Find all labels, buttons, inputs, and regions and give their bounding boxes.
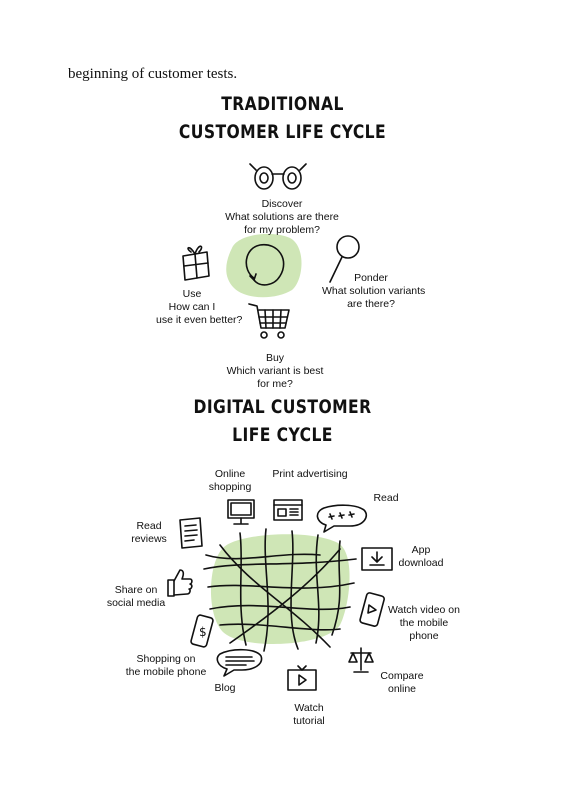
traditional-title-line1: TRADITIONAL — [221, 93, 344, 115]
discover-line2: for my problem? — [244, 224, 320, 236]
blog-line1: Blog — [214, 682, 236, 694]
read-reviews-label: Read reviews — [124, 520, 174, 546]
watch-video-line2: the mobile — [399, 617, 449, 629]
mobile-dollar-icon: $ — [190, 614, 214, 648]
discover-line1: What solutions are there — [225, 211, 339, 223]
traditional-cycle-graphic — [226, 233, 302, 298]
digital-title-line2: LIFE CYCLE — [232, 424, 333, 446]
online-shopping-line2: shopping — [208, 481, 252, 493]
shopping-mobile-line1: Shopping on — [136, 653, 196, 665]
read-reviews-line1: Read — [136, 520, 162, 532]
buy-line1: Which variant is best — [226, 365, 324, 377]
read-line1: Read — [373, 492, 399, 504]
online-shopping-label: Online shopping — [205, 468, 255, 494]
ponder-heading: Ponder — [354, 272, 388, 284]
buy-heading: Buy — [265, 352, 285, 364]
shopping-mobile-line2: the mobile phone — [125, 666, 207, 678]
watch-tutorial-line2: tutorial — [293, 715, 325, 727]
compare-online-line2: online — [387, 683, 417, 695]
rating-stars-icon — [316, 504, 368, 533]
ponder-line2: are there? — [347, 298, 395, 310]
tv-play-icon — [287, 665, 317, 691]
svg-text:$: $ — [199, 625, 207, 639]
intro-text: beginning of customer tests. — [68, 66, 238, 82]
cycle-arrow-icon — [245, 244, 285, 286]
thumbs-up-icon — [167, 569, 193, 597]
buy-label: Buy Which variant is best for me? — [220, 352, 330, 391]
green-blob — [210, 534, 350, 644]
use-label: Use How can I use it even better? — [156, 288, 243, 327]
discover-label: Discover What solutions are there for my… — [222, 198, 342, 237]
print-advertising-label: Print advertising — [270, 468, 350, 481]
shopping-mobile-label: Shopping on the mobile phone — [124, 653, 208, 679]
blog-label: Blog — [210, 682, 240, 695]
share-social-line2: social media — [106, 597, 166, 609]
gift-icon — [182, 245, 210, 281]
shopping-cart-icon — [248, 303, 290, 339]
green-blob — [226, 233, 302, 298]
traditional-title: TRADITIONAL CUSTOMER LIFE CYCLE — [51, 90, 514, 146]
buy-line2: for me? — [257, 378, 293, 390]
app-download-label: App download — [396, 544, 446, 570]
read-reviews-line2: reviews — [131, 533, 167, 545]
tangle-graphic — [203, 528, 357, 652]
digital-title-line1: DIGITAL CUSTOMER — [193, 396, 372, 418]
app-download-line2: download — [398, 557, 444, 569]
use-heading: Use — [182, 288, 202, 300]
app-download-line1: App — [411, 544, 431, 556]
ponder-label: Ponder What solution variants are there? — [322, 272, 426, 311]
traditional-title-line2: CUSTOMER LIFE CYCLE — [178, 121, 387, 143]
monitor-icon — [227, 499, 255, 525]
use-line1: How can I — [168, 301, 216, 313]
magnifier-icon — [329, 235, 360, 283]
blog-bubble-icon — [216, 648, 263, 677]
online-shopping-line1: Online — [214, 468, 246, 480]
read-label: Read — [370, 492, 402, 505]
binoculars-icon — [249, 163, 307, 190]
use-line2: use it even better? — [156, 314, 243, 326]
share-social-line1: Share on — [114, 584, 158, 596]
mobile-video-icon — [359, 592, 385, 627]
ponder-line1: What solution variants — [322, 285, 426, 297]
watch-video-label: Watch video on the mobile phone — [386, 604, 462, 643]
watch-video-line3: phone — [409, 630, 439, 642]
compare-online-line1: Compare — [380, 670, 424, 682]
compare-online-label: Compare online — [378, 670, 426, 696]
digital-title: DIGITAL CUSTOMER LIFE CYCLE — [51, 393, 514, 449]
scales-icon — [348, 647, 374, 673]
watch-tutorial-line1: Watch — [294, 702, 324, 714]
print-advertising-line1: Print advertising — [272, 468, 348, 480]
document-icon — [179, 517, 203, 549]
discover-heading: Discover — [261, 198, 303, 210]
share-social-label: Share on social media — [104, 584, 168, 610]
newspaper-icon — [273, 499, 303, 521]
watch-tutorial-label: Watch tutorial — [286, 702, 332, 728]
watch-video-line1: Watch video on — [388, 604, 460, 616]
download-icon — [361, 547, 393, 571]
